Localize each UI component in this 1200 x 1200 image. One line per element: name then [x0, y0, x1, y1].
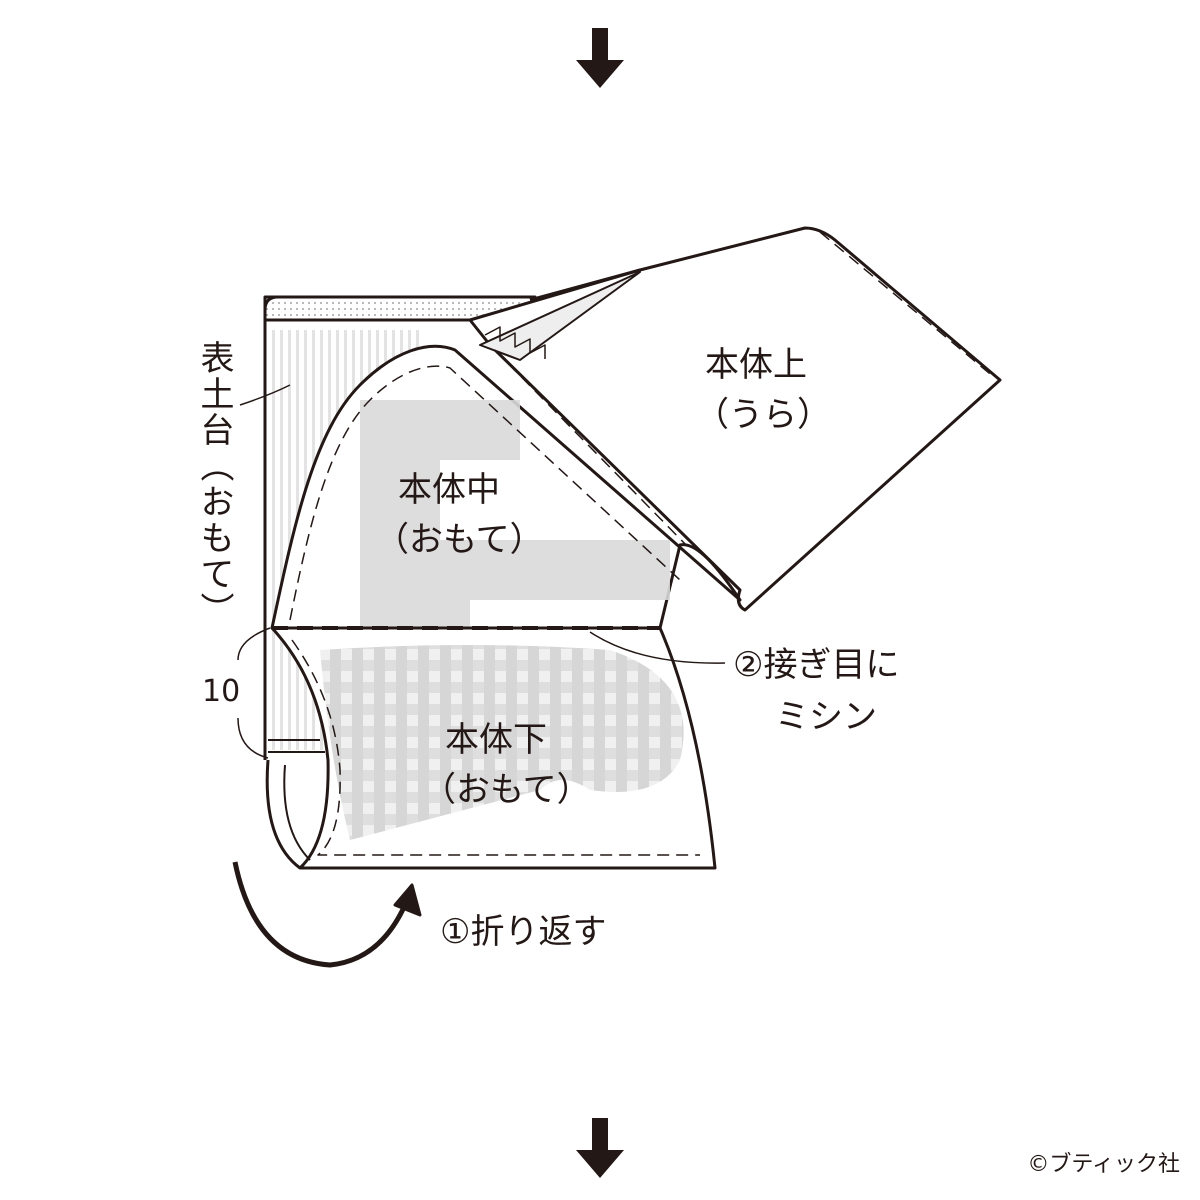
fold-arrow-icon: [232, 861, 408, 968]
down-arrow-top-icon: [576, 28, 624, 88]
middle-panel: [270, 344, 742, 630]
label-step2: ②接ぎ目に: [733, 645, 900, 685]
label-middle-sub: （おもて）: [375, 520, 544, 560]
label-upper-sub: （うら）: [695, 395, 831, 435]
lower-panel: [265, 626, 717, 870]
label-upper-title: 本体上: [705, 345, 807, 385]
label-lower-sub: （おもて）: [422, 770, 591, 810]
label-omote-dai: 表土台（おもて）: [194, 340, 234, 628]
label-lower-title: 本体下: [445, 720, 547, 760]
label-middle-title: 本体中: [398, 470, 500, 510]
label-step2-b: ミシン: [775, 697, 877, 737]
upper-flap: [468, 226, 1002, 612]
copyright: ©ブティック社: [1027, 1152, 1180, 1177]
down-arrow-bottom-icon: [576, 1118, 624, 1178]
dimension-label: 10: [202, 674, 241, 709]
label-step1: ①折り返す: [440, 912, 607, 952]
